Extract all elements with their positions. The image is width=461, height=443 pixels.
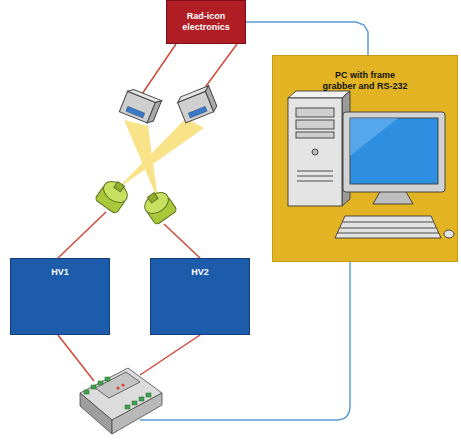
x-ray-source (140, 187, 177, 225)
control-wire (140, 335, 200, 375)
control-wire (58, 335, 94, 381)
io-controller (80, 368, 162, 434)
node-label: PC with frame grabber and RS-232 (317, 70, 413, 92)
node-label: HV1 (51, 267, 69, 278)
x-ray-beams (116, 118, 204, 200)
hv-cable (164, 224, 200, 258)
electronics-box: Rad-icon electronics (166, 0, 246, 44)
x-ray-source (94, 176, 131, 214)
node-label: Rad-icon electronics (171, 11, 241, 33)
x-ray-beam (124, 120, 158, 200)
pc-keyboard (335, 216, 454, 238)
hv-supply-box: HV1 (10, 258, 110, 335)
signal-wire (140, 44, 176, 97)
x-ray-camera (176, 86, 218, 123)
hv-cable (58, 212, 106, 258)
node-label: HV2 (191, 267, 209, 278)
pc-tower (288, 91, 350, 206)
pc-panel: PC with frame grabber and RS-232 (272, 55, 458, 262)
pc-monitor (343, 112, 445, 204)
x-ray-camera (119, 88, 161, 125)
hv-supply-box: HV2 (150, 258, 250, 335)
data-cable (246, 22, 368, 55)
